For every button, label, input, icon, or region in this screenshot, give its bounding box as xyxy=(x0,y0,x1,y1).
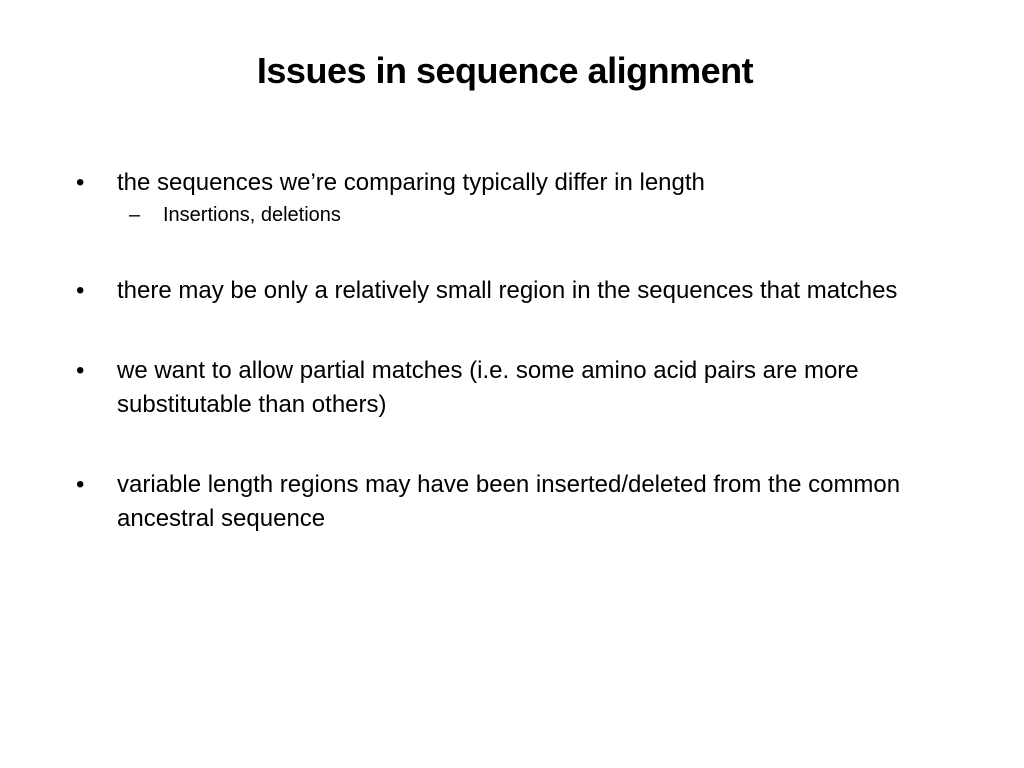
sub-bullet-list: – Insertions, deletions xyxy=(117,202,916,228)
bullet-marker: • xyxy=(76,471,85,498)
sub-bullet-item: – Insertions, deletions xyxy=(117,202,916,228)
sub-bullet-text: Insertions, deletions xyxy=(163,204,341,226)
slide-title: Issues in sequence alignment xyxy=(256,50,754,91)
bullet-item: • we want to allow partial matches (i.e.… xyxy=(76,354,916,422)
bullet-text: there may be only a relatively small reg… xyxy=(117,277,898,304)
bullet-marker: • xyxy=(76,169,85,196)
bullet-item: • there may be only a relatively small r… xyxy=(76,274,916,308)
bullet-list: • the sequences we’re comparing typicall… xyxy=(76,166,916,582)
bullet-text: we want to allow partial matches (i.e. s… xyxy=(117,357,859,418)
bullet-item: • variable length regions may have been … xyxy=(76,468,916,536)
sub-bullet-marker: – xyxy=(129,204,141,226)
bullet-text: variable length regions may have been in… xyxy=(117,471,901,532)
bullet-text: the sequences we’re comparing typically … xyxy=(117,169,705,196)
bullet-item: • the sequences we’re comparing typicall… xyxy=(76,166,916,228)
bullet-marker: • xyxy=(76,357,85,384)
bullet-marker: • xyxy=(76,277,85,304)
